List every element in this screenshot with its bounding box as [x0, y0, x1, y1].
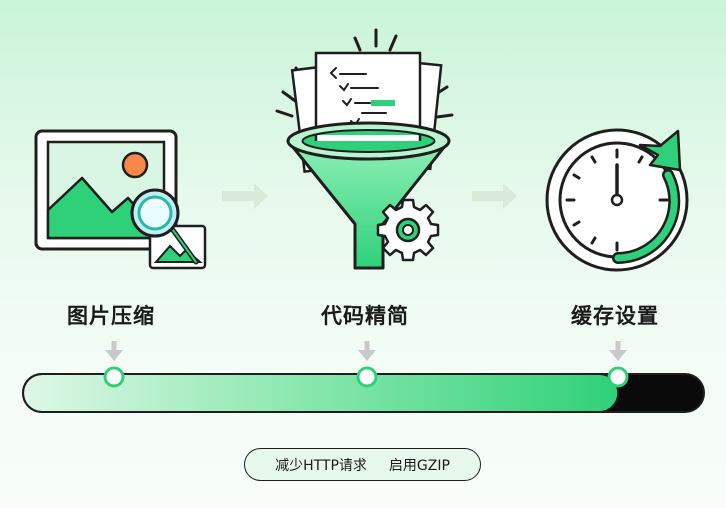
- code-funnel-icon: [275, 28, 454, 270]
- down-arrow-icon: [358, 341, 376, 361]
- tips-pill: 减少HTTP请求 启用GZIP: [244, 448, 481, 481]
- progress-track: [22, 373, 705, 413]
- flow-arrow: [472, 183, 517, 209]
- image-compress-icon: [34, 129, 207, 270]
- cache-timer-icon: [545, 128, 689, 272]
- step-label-cache-settings: 缓存设置: [571, 304, 659, 328]
- step-label-code-minify: 代码精简: [321, 304, 409, 328]
- flow-arrow: [222, 183, 268, 209]
- progress-milestones: [103, 366, 629, 388]
- down-arrow-icon: [609, 341, 627, 361]
- tip-reduce-http: 减少HTTP请求: [275, 457, 367, 474]
- down-arrow-icon: [105, 341, 123, 361]
- tip-enable-gzip: 启用GZIP: [388, 457, 450, 474]
- step-label-image-compress: 图片压缩: [67, 304, 155, 328]
